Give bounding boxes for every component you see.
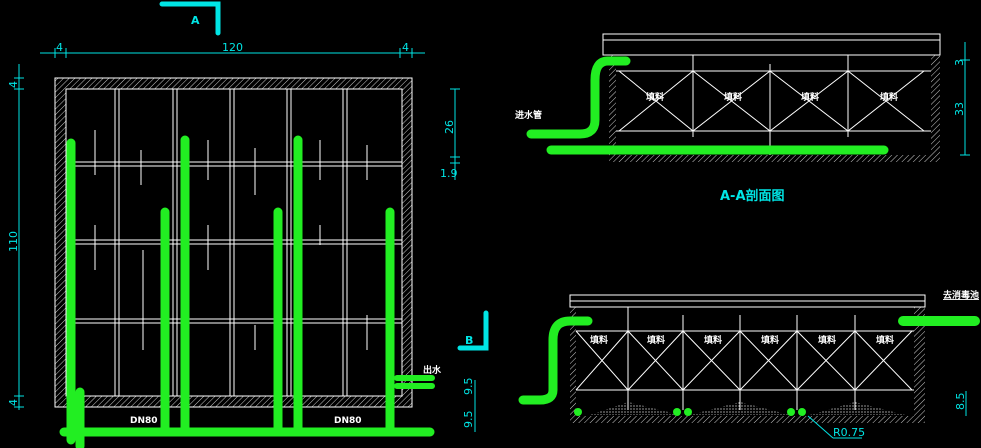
aa-title: A-A剖面图 <box>720 188 785 204</box>
outer-wall <box>54 77 413 408</box>
aa-dimension: 3 33 <box>953 42 970 156</box>
section-marker-b-label: B <box>465 334 473 347</box>
dim-left-height: 110 <box>7 231 20 252</box>
bb-dim-8-5: 8.5 <box>954 393 967 411</box>
section-marker-b <box>457 310 489 351</box>
bb-fill-label-4: 填料 <box>761 334 779 346</box>
aa-fill-label-1: 填料 <box>646 91 664 103</box>
dim-outlet-a: 9.5 <box>462 378 475 396</box>
air-pipes <box>59 135 435 448</box>
plan-view: A 4 120 4 <box>7 1 489 448</box>
bb-inlet-pipe <box>518 316 593 405</box>
aa-fill-label-3: 填料 <box>801 91 819 103</box>
aa-inlet-pipe <box>526 56 631 139</box>
right-dimension: 26 1.9 <box>440 88 460 180</box>
dim-left-bottom: 4 <box>7 399 20 406</box>
bb-fill-label-3: 填料 <box>704 334 722 346</box>
dim-top-width: 120 <box>222 41 243 54</box>
aa-dim-3: 3 <box>953 59 966 66</box>
dim-left-top: 4 <box>7 81 20 88</box>
aa-fill-label-2: 填料 <box>724 91 742 103</box>
bb-outlet-label: 去消毒池 <box>943 289 979 301</box>
bb-fill-frame <box>575 307 914 410</box>
aa-inlet-label: 进水管 <box>515 109 542 121</box>
dim-right-26: 26 <box>443 120 456 134</box>
bb-fill-label-2: 填料 <box>647 334 665 346</box>
aa-dim-33: 33 <box>953 102 966 116</box>
bb-fill-label-5: 填料 <box>818 334 836 346</box>
dim-top-left: 4 <box>56 41 63 54</box>
support-grid <box>66 89 402 396</box>
bb-gravel-mounds <box>590 402 905 415</box>
section-marker-a-label: A <box>191 14 200 27</box>
dim-outlet-b: 9.5 <box>462 411 475 429</box>
bb-fill-label-1: 填料 <box>590 334 608 346</box>
aa-fill-label-4: 填料 <box>880 91 898 103</box>
dim-right-1-9: 1.9 <box>440 167 458 180</box>
aa-fill-frame <box>616 55 931 155</box>
outlet-label: 出水 <box>423 364 442 376</box>
pipe-label-2: DN80 <box>334 416 362 426</box>
bb-radius-label: R0.75 <box>833 426 865 439</box>
bb-fill-label-6: 填料 <box>876 334 894 346</box>
dim-top-right: 4 <box>402 41 409 54</box>
bb-aerators <box>574 408 806 416</box>
left-dimension: 4 110 4 <box>7 64 24 410</box>
top-dimension: 4 120 4 <box>40 41 425 58</box>
outlet-dimension: 9.5 9.5 <box>462 378 476 432</box>
pipe-label-1: DN80 <box>130 416 158 426</box>
section-bb: 填料 填料 填料 填料 填料 填料 去消毒池 R0.75 8.5 <box>518 289 980 439</box>
section-aa: 填料 填料 填料 填料 进水管 3 33 A-A剖面图 <box>515 33 970 204</box>
section-marker-a <box>159 1 221 36</box>
